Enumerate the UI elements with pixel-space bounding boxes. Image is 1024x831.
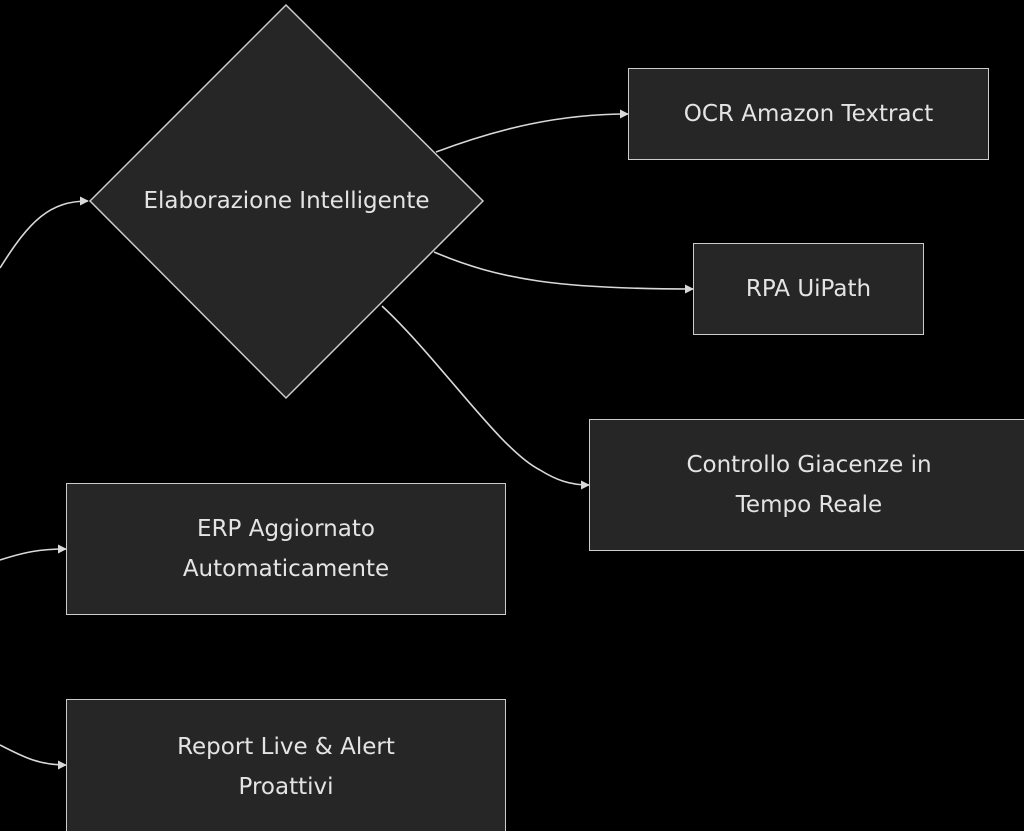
edge-incoming-to-decision [0, 196, 89, 269]
stock-control-label-line1: Controllo Giacenze in [686, 452, 932, 478]
decision-label: Elaborazione Intelligente [143, 188, 430, 214]
rpa-node[interactable]: RPA UiPath [693, 243, 924, 335]
erp-node[interactable]: ERP Aggiornato Automaticamente [66, 483, 506, 615]
edge-decision-to-stock [381, 305, 590, 490]
edge-decision-to-ocr [435, 109, 629, 153]
edge-incoming-to-report [0, 744, 67, 770]
stock-control-label-line2: Tempo Reale [735, 492, 883, 518]
report-label-line1: Report Live & Alert [177, 734, 395, 760]
erp-label-line1: ERP Aggiornato [197, 516, 375, 542]
rpa-node-label: RPA UiPath [745, 276, 872, 302]
edge-incoming-to-erp [0, 544, 67, 561]
report-label-line2: Proattivi [238, 774, 334, 800]
ocr-node[interactable]: OCR Amazon Textract [628, 68, 989, 160]
ocr-node-label: OCR Amazon Textract [683, 101, 934, 127]
stock-control-node[interactable]: Controllo Giacenze in Tempo Reale [589, 419, 1024, 551]
report-node[interactable]: Report Live & Alert Proattivi [66, 699, 506, 831]
erp-label-line2: Automaticamente [182, 556, 390, 582]
decision-diamond[interactable] [88, 3, 485, 400]
edge-decision-to-rpa [433, 251, 694, 294]
